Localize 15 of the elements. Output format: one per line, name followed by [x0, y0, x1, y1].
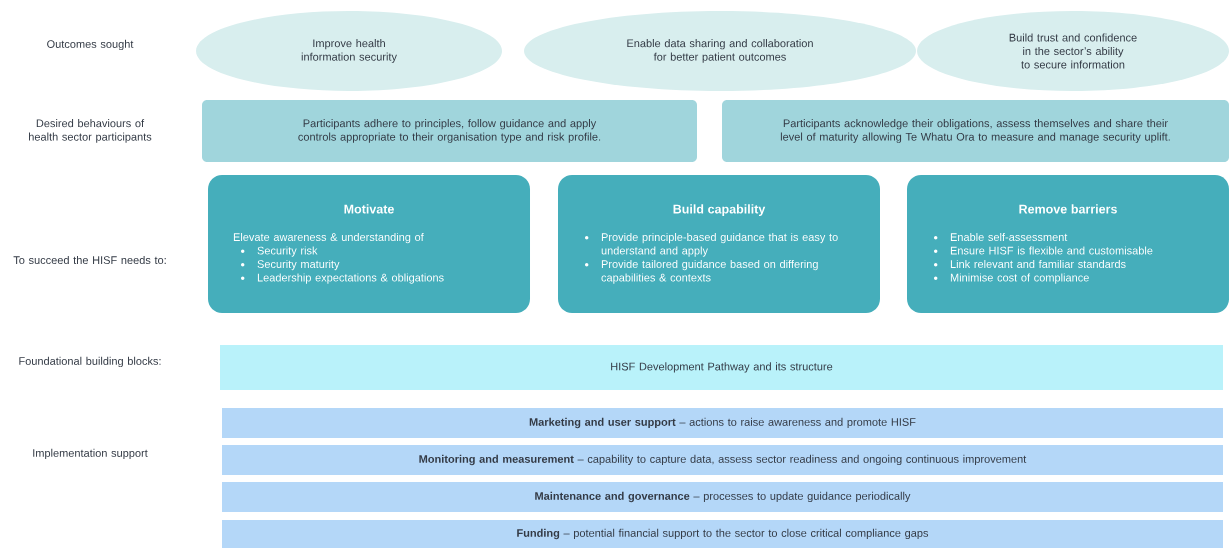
support-bar: Funding – potential financial support to the sector to close critical compliance gaps [222, 520, 1223, 548]
row-label: Foundational building blocks: [19, 356, 161, 368]
row-label: To succeed the HISF needs to: [13, 255, 166, 265]
behaviour-box: Participants acknowledge their obligations, assess themselves and share their level of maturity allowing Te Whatu Ora to measure and manage security uplift. [722, 100, 1229, 162]
row-label: Outcomes sought [47, 39, 134, 51]
pillar-box: Remove barriers Enable self-assessment Ensure HISF is flexible and customisable Link relevant and familiar standards Minimise cost of compliance [907, 175, 1229, 313]
support-bar: Marketing and user support – actions to raise awareness and promote HISF [222, 408, 1223, 438]
row-label: Implementation support [33, 448, 148, 460]
pillar-box: Build capability Provide principle-based guidance that is easy to understand and apply Provide tailored guidance based on differing capabilities & contexts [558, 175, 880, 313]
row-label: Desired behaviours of health sector participants [29, 119, 152, 143]
behaviour-box: Participants adhere to principles, follow guidance and apply controls appropriate to their organisation type and risk profile. [202, 100, 697, 162]
support-bar: Maintenance and governance – processes to update guidance periodically [222, 482, 1223, 512]
pillar-box: Motivate Elevate awareness & understanding of Security risk Security maturity Leadership expectations & obligations [208, 175, 530, 313]
support-bar: Monitoring and measurement – capability to capture data, assess sector readiness and ongoing continuous improvement [222, 445, 1223, 475]
foundation-bar: HISF Development Pathway and its structure [220, 345, 1223, 390]
